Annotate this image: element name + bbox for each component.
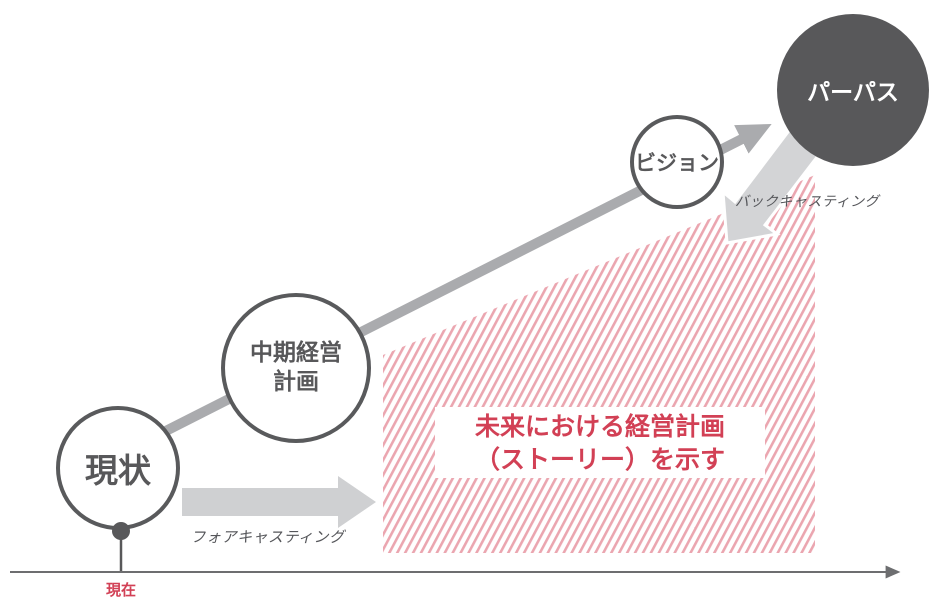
current-point-dot-icon (112, 522, 130, 540)
forecasting-arrow-icon (182, 476, 376, 528)
node-current-state: 現状 (56, 406, 180, 530)
backcasting-label: バックキャスティング (734, 194, 880, 210)
node-midterm-plan: 中期経営 計画 (221, 293, 371, 443)
node-midterm-plan-label: 中期経営 計画 (250, 340, 342, 395)
node-purpose: パーパス (777, 14, 929, 166)
future-plan-callout-line2: （ストーリー）を示す (474, 444, 725, 474)
node-purpose-label: パーパス (807, 80, 899, 106)
node-vision: ビジョン (630, 115, 724, 209)
future-plan-callout: 未来における経営計画 （ストーリー）を示す (435, 407, 765, 478)
future-plan-callout-line1: 未来における経営計画 (474, 411, 725, 441)
node-vision-label: ビジョン (635, 151, 719, 175)
now-label: 現在 (105, 581, 136, 599)
node-current-state-label: 現状 (85, 451, 151, 490)
forecasting-label: フォアキャスティング (190, 528, 345, 546)
backcasting-arrow-icon (721, 117, 830, 245)
